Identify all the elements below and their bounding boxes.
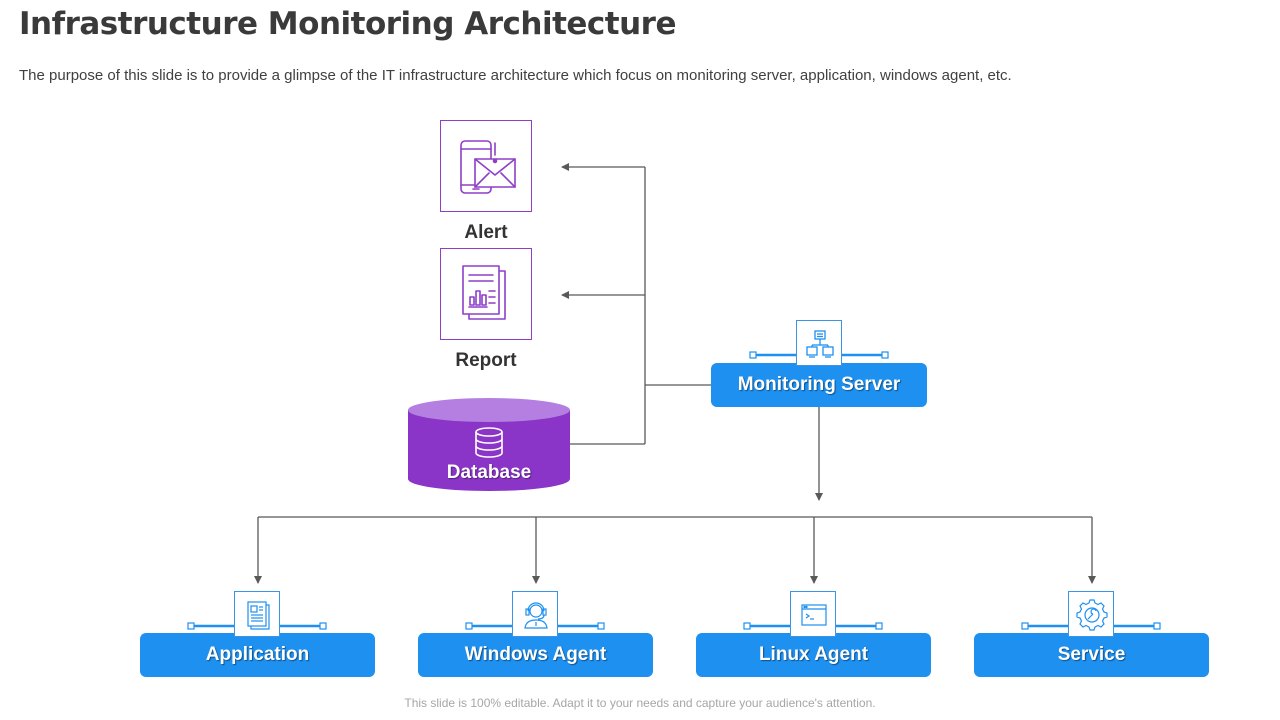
alert-node[interactable]	[440, 120, 532, 212]
phone-mail-alert-icon	[460, 140, 516, 194]
service-node[interactable]: Service	[974, 633, 1209, 677]
document-chart-icon	[462, 265, 506, 320]
service-label: Service	[1057, 644, 1126, 665]
database-label: Database	[446, 462, 532, 483]
database-icon	[475, 427, 503, 458]
linux-agent-label: Linux Agent	[758, 644, 869, 665]
application-icon-box	[234, 591, 280, 637]
monitoring-server-label: Monitoring Server	[737, 374, 901, 395]
page-subtitle: The purpose of this slide is to provide …	[19, 67, 1012, 84]
service-icon-box	[1068, 591, 1114, 637]
linux-agent-icon-box	[790, 591, 836, 637]
headset-agent-icon	[524, 602, 548, 629]
windows-agent-icon-box	[512, 591, 558, 637]
monitoring-server-node[interactable]: Monitoring Server	[711, 363, 927, 407]
application-node[interactable]: Application	[140, 633, 375, 677]
linux-agent-node[interactable]: Linux Agent	[696, 633, 931, 677]
monitoring-server-icon-box	[796, 320, 842, 366]
windows-agent-label: Windows Agent	[464, 644, 607, 665]
report-node[interactable]	[440, 248, 532, 340]
page-title: Infrastructure Monitoring Architecture	[19, 6, 677, 42]
report-label: Report	[455, 350, 517, 371]
alert-label: Alert	[464, 222, 508, 243]
footer-note: This slide is 100% editable. Adapt it to…	[404, 696, 876, 710]
terminal-window-icon	[801, 604, 827, 626]
windows-agent-node[interactable]: Windows Agent	[418, 633, 653, 677]
application-label: Application	[205, 644, 310, 665]
network-server-icon	[806, 330, 834, 358]
document-icon	[247, 601, 270, 630]
gear-wrench-icon	[1076, 599, 1108, 631]
